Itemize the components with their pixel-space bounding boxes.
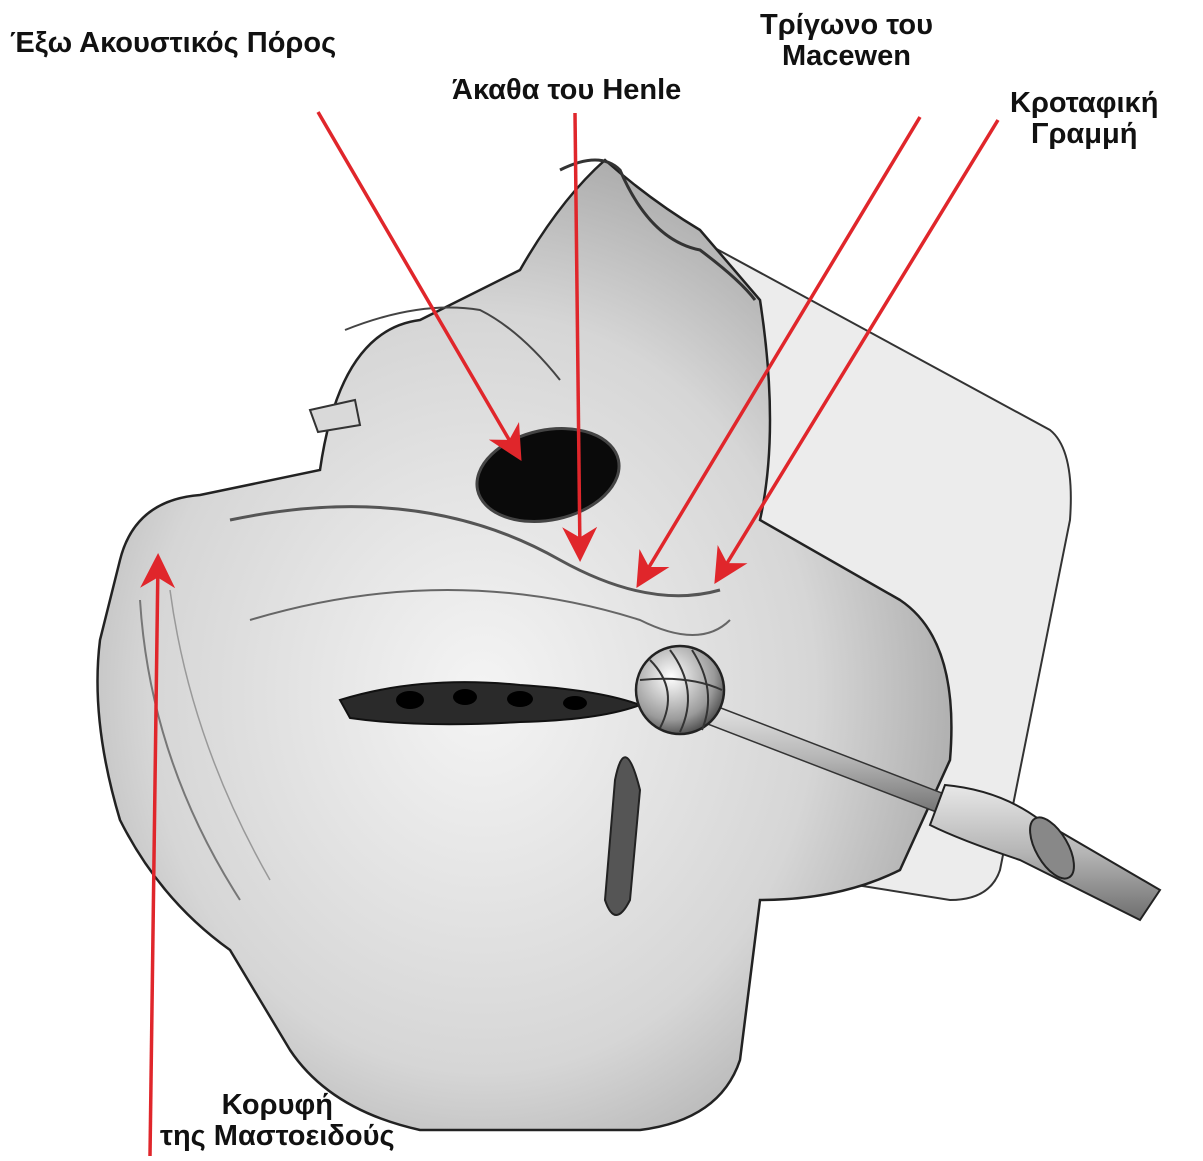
label-line: Κορυφή (160, 1090, 395, 1121)
label-mastoid-tip: Κορυφή της Μαστοειδούς (160, 1090, 395, 1152)
bone-stub (310, 400, 360, 432)
label-macewen-triangle: Τρίγωνο του Macewen (760, 10, 933, 72)
air-cell (396, 691, 424, 709)
air-cell (563, 696, 587, 710)
mastoid-bone (98, 160, 952, 1130)
label-line: Έξω Ακουστικός Πόρος (10, 28, 336, 59)
label-temporal-line: Κροταφική Γραμμή (1010, 88, 1158, 150)
label-line: Άκαθα του Henle (452, 75, 681, 106)
label-external-canal: Έξω Ακουστικός Πόρος (10, 28, 336, 59)
label-line: Macewen (760, 41, 933, 72)
air-cell (453, 689, 477, 705)
cutting-burr (636, 646, 724, 734)
label-line: Γραμμή (1010, 119, 1158, 150)
label-line: Κροταφική (1010, 88, 1158, 119)
label-line: της Μαστοειδούς (160, 1121, 395, 1152)
air-cell (507, 691, 533, 707)
label-line: Τρίγωνο του (760, 10, 933, 41)
label-henle-spine: Άκαθα του Henle (452, 75, 681, 106)
